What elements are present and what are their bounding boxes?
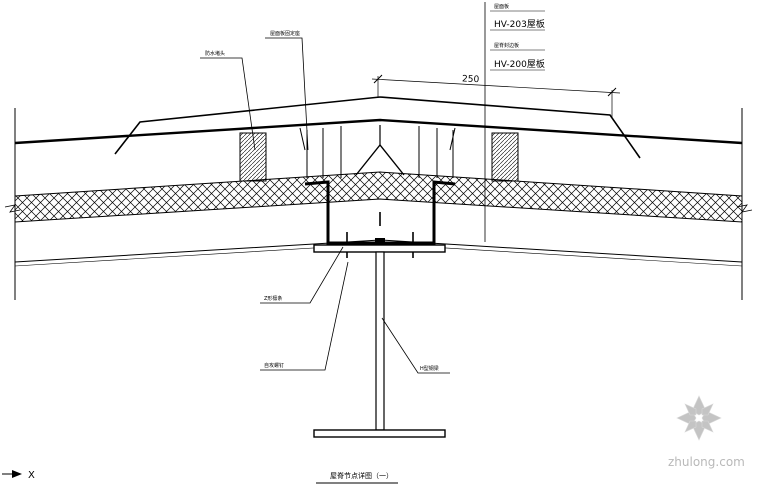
axis-arrow-icon	[12, 470, 22, 478]
watermark-logo-icon	[676, 395, 722, 441]
dim-line	[371, 78, 621, 94]
ridge-flashing	[114, 96, 641, 159]
fastener-head	[375, 238, 385, 243]
leader-line	[260, 246, 344, 304]
label-top-3: 屋脊封边板	[494, 42, 519, 49]
beam-bottom-flange	[313, 429, 446, 438]
label-top-2: HV-203屋板	[494, 18, 545, 30]
foam-closure-left	[239, 132, 267, 182]
ridge-cap	[355, 143, 405, 176]
foam-closure-right	[491, 132, 519, 182]
leader-line	[200, 57, 256, 151]
label-left-1: 屋面板固定座	[270, 30, 300, 37]
label-z-purlin: Z形檩条	[264, 295, 282, 302]
leader-line	[265, 37, 309, 151]
beam-web	[375, 251, 385, 431]
break-mark-left	[4, 204, 21, 213]
dim-tick	[373, 74, 383, 84]
leader-line	[381, 317, 450, 374]
axis-label: X	[28, 470, 35, 481]
label-top-4: HV-200屋板	[494, 58, 545, 70]
dim-tick	[607, 87, 617, 97]
label-steel-beam: H型钢梁	[420, 365, 439, 372]
label-left-2: 防水堵头	[205, 50, 225, 57]
dimension-text: 250	[462, 74, 480, 85]
leader-line	[260, 261, 349, 371]
drawing-title: 屋脊节点详图（一）	[330, 471, 393, 480]
insulation-layer	[14, 171, 743, 223]
ridge-flashing-inner-1	[299, 127, 306, 151]
label-bolt: 自攻螺钉	[264, 362, 284, 369]
break-mark-right	[736, 204, 753, 213]
label-top-1: 屋面板	[494, 3, 509, 10]
roof-sheet-line	[14, 118, 743, 145]
watermark-text: zhulong.com	[668, 455, 745, 469]
beam-top-flange	[313, 244, 446, 253]
